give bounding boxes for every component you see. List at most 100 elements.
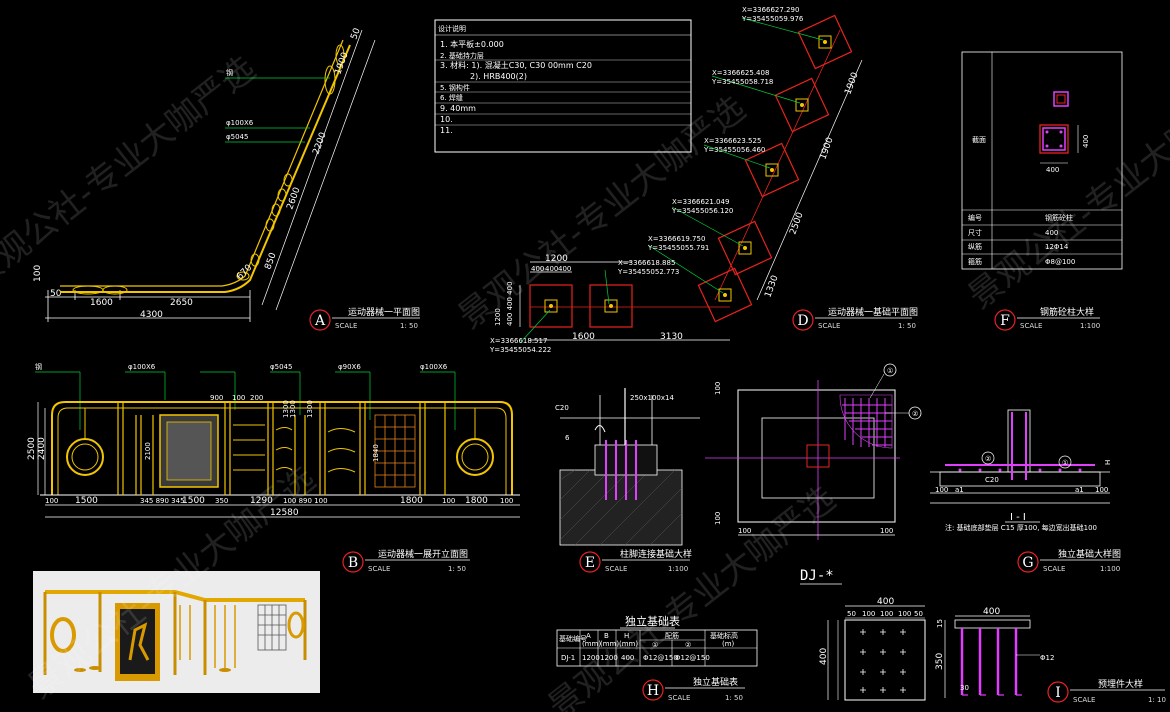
svg-text:1500: 1500	[75, 496, 98, 506]
dj-label: DJ-*	[800, 568, 834, 584]
svg-text:a1: a1	[1075, 486, 1084, 494]
svg-text:H: H	[647, 683, 659, 699]
svg-text:B: B	[348, 555, 358, 571]
svg-text:尺寸: 尺寸	[968, 228, 982, 237]
svg-text:1500: 1500	[182, 496, 205, 506]
svg-text:独立基础表: 独立基础表	[693, 676, 738, 688]
svg-text:100: 100	[500, 497, 513, 505]
svg-text:Y=35455054.222: Y=35455054.222	[489, 346, 551, 354]
svg-text:200: 200	[250, 394, 263, 402]
svg-text:X=3366618.885: X=3366618.885	[618, 259, 675, 267]
note-1: 1. 本平板±0.000	[440, 39, 504, 49]
panel-e-title: E 柱脚连接基础大样 SCALE 1:100	[579, 548, 692, 573]
a-dim-2200: 2200	[311, 131, 328, 156]
svg-text:a1: a1	[955, 486, 964, 494]
svg-text:30: 30	[960, 684, 969, 692]
svg-text:X=3366619.750: X=3366619.750	[648, 235, 705, 243]
svg-text:Y=35455058.718: Y=35455058.718	[711, 78, 773, 86]
svg-text:1: 50: 1: 50	[898, 322, 916, 330]
svg-text:F: F	[1000, 313, 1010, 329]
a-dim-50: 50	[50, 289, 62, 299]
svg-text:100: 100	[442, 497, 455, 505]
svg-text:SCALE: SCALE	[368, 565, 390, 573]
panel-g-section: ② ① C20 100 a1 a1 100 H I - I 注: 基础底部垫层 …	[930, 409, 1121, 573]
svg-text:1900: 1900	[818, 136, 835, 161]
svg-text:(mm): (mm)	[619, 640, 638, 648]
svg-text:②: ②	[912, 410, 918, 418]
svg-text:X=3366621.049: X=3366621.049	[672, 198, 729, 206]
panel-b-elevation: 钢 φ100X6 φ5045 φ90X6 φ100X6	[27, 362, 520, 573]
svg-text:A: A	[586, 632, 591, 640]
svg-text:100: 100	[862, 610, 875, 618]
panel-d-foundation-plan: 1200 400 400 400 400 400 400 1200 1600 3…	[489, 6, 918, 354]
svg-text:基础编号: 基础编号	[559, 634, 587, 643]
panel-f-column: 截面 编号 尺寸 纵筋 箍筋 钢筋砼柱 400 12Φ14 Φ8@100 400…	[961, 51, 1123, 331]
svg-text:1200: 1200	[600, 654, 618, 662]
svg-text:15: 15	[936, 619, 944, 628]
svg-text:(m): (m)	[722, 640, 735, 648]
svg-text:Φ12@150: Φ12@150	[675, 654, 710, 662]
svg-text:φ100X6: φ100X6	[226, 119, 254, 127]
svg-text:1840: 1840	[372, 444, 380, 462]
svg-text:Y=35455059.976: Y=35455059.976	[741, 15, 804, 23]
svg-text:钢筋砼柱大样: 钢筋砼柱大样	[1040, 306, 1094, 318]
svg-text:Φ12: Φ12	[1040, 654, 1054, 662]
svg-text:400 400 400: 400 400 400	[506, 281, 514, 326]
svg-text:(mm): (mm)	[582, 640, 601, 648]
svg-text:2500: 2500	[788, 211, 805, 236]
svg-text:100: 100	[935, 486, 948, 494]
svg-text:H: H	[1104, 460, 1112, 465]
svg-text:1290: 1290	[250, 496, 273, 506]
svg-text:SCALE: SCALE	[605, 565, 627, 573]
panel-e-base: C20 250x100x14 6 E 柱脚连接基础大样 SCALE 1:100	[555, 388, 700, 573]
a-dim-850: 850	[263, 251, 278, 271]
svg-text:箍筋: 箍筋	[968, 257, 982, 266]
svg-text:100: 100	[880, 527, 893, 535]
note-11: 11.	[440, 126, 453, 135]
svg-text:②: ②	[685, 641, 691, 649]
svg-text:纵筋: 纵筋	[968, 242, 982, 251]
svg-text:400: 400	[1082, 135, 1090, 148]
svg-text:345 890 345: 345 890 345	[140, 497, 185, 505]
svg-text:φ5045: φ5045	[270, 363, 292, 371]
svg-text:A: A	[314, 313, 326, 329]
svg-text:3130: 3130	[660, 332, 683, 342]
svg-text:Φ8@100: Φ8@100	[1045, 258, 1075, 266]
svg-text:②: ②	[985, 455, 991, 463]
svg-text:400: 400	[819, 648, 829, 665]
svg-text:φ100X6: φ100X6	[128, 363, 156, 371]
svg-text:D: D	[797, 313, 808, 329]
svg-text:100: 100	[714, 382, 722, 395]
svg-text:配筋: 配筋	[665, 631, 679, 640]
panel-f-title: F 钢筋砼柱大样 SCALE 1:100	[994, 306, 1100, 331]
svg-text:φ5045: φ5045	[226, 133, 248, 141]
svg-text:运动器械一基础平面图: 运动器械一基础平面图	[828, 306, 918, 318]
note-10: 10.	[440, 115, 453, 124]
svg-text:1300: 1300	[289, 400, 297, 418]
svg-text:Y=35455055.791: Y=35455055.791	[647, 244, 709, 252]
svg-text:5. 钢构件: 5. 钢构件	[440, 83, 470, 92]
svg-text:6: 6	[565, 434, 570, 442]
svg-text:1: 50: 1: 50	[400, 322, 418, 330]
svg-text:Y=35455056.460: Y=35455056.460	[703, 146, 765, 154]
panel-d-title: D 运动器械一基础平面图 SCALE 1: 50	[792, 306, 918, 331]
panel-h-table: 独立基础表 基础编号 A(mm) B(mm) H(mm) 配筋 ① ② 基础标高…	[556, 614, 758, 702]
svg-text:钢: 钢	[35, 362, 42, 371]
a-dim-4300: 4300	[140, 310, 163, 320]
svg-text:350: 350	[935, 653, 945, 670]
svg-text:1300: 1300	[282, 400, 290, 418]
svg-text:1200: 1200	[494, 308, 502, 326]
svg-text:1: 50: 1: 50	[448, 565, 466, 573]
svg-text:100: 100	[898, 610, 911, 618]
h-row-id: DJ-1	[561, 654, 575, 662]
svg-text:独立基础表: 独立基础表	[625, 614, 680, 628]
svg-text:350: 350	[215, 497, 228, 505]
svg-text:1: 50: 1: 50	[725, 694, 743, 702]
panel-i-embed: 400 50 100 100 100 50 400 400 350 15 30	[819, 597, 1166, 704]
a-dim-1600: 1600	[90, 298, 113, 308]
panel-b-title: B 运动器械一展开立面图 SCALE 1: 50	[342, 548, 470, 573]
general-notes: 设计说明 1. 本平板±0.000 2. 基础持力层 3. 材料: 1). 混凝…	[434, 19, 692, 153]
svg-text:E: E	[585, 555, 595, 571]
